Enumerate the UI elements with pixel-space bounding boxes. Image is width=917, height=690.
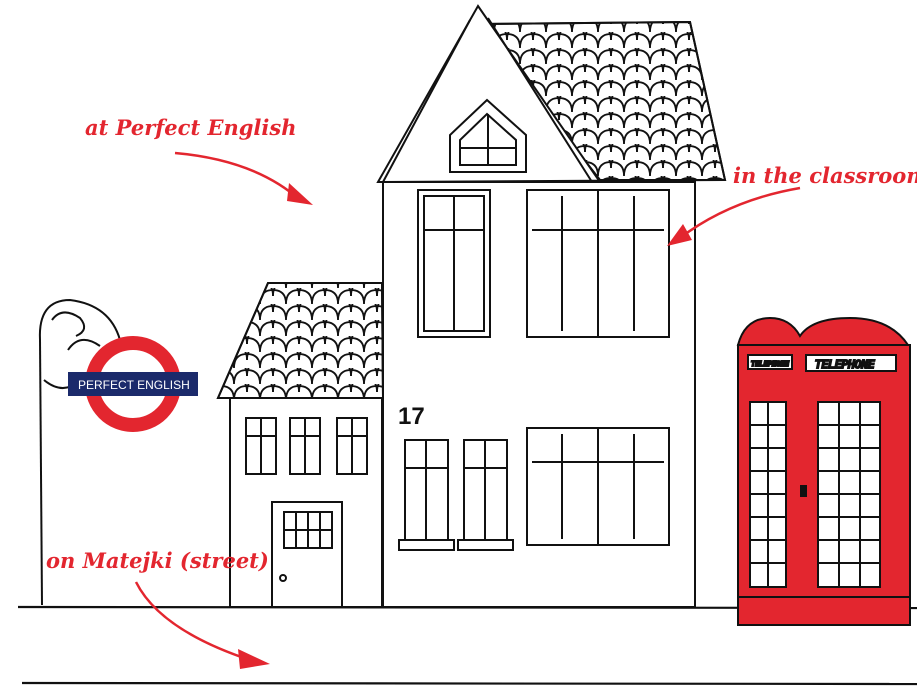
underground-sign: PERFECT ENGLISH: [68, 336, 198, 432]
door-knob: [279, 574, 287, 582]
phone-box: TELEPHONE TELEPHONE: [736, 316, 911, 626]
phone-sign-right-text: TELEPHONE: [815, 358, 875, 371]
lower-window: [398, 439, 455, 551]
lower-window: [457, 439, 514, 551]
small-house-window: [336, 417, 368, 475]
phone-box-roof: [736, 316, 910, 346]
arrow-to-street: [134, 581, 270, 669]
upper-left-window: [417, 189, 491, 338]
tall-house: [376, 4, 727, 608]
annotation-in-classroom: in the classroom: [733, 163, 917, 188]
underground-sign-label: PERFECT ENGLISH: [78, 378, 190, 392]
phone-box-handle: [800, 485, 807, 497]
upper-right-window: [526, 189, 670, 338]
small-house: [216, 282, 385, 608]
phone-box-right-panes: [817, 401, 881, 588]
annotation-on-street: on Matejki (street): [46, 548, 269, 573]
lamp-post: [38, 298, 121, 606]
small-house-door: [271, 501, 343, 608]
pavement-line: [21, 681, 917, 686]
arrow-to-window: [667, 186, 801, 246]
house-number: 17: [398, 403, 425, 430]
lower-right-window: [526, 427, 670, 546]
annotation-at-school: at Perfect English: [85, 115, 296, 140]
small-house-window: [289, 417, 321, 475]
arrow-to-house: [174, 151, 313, 205]
gable-window: [449, 98, 527, 173]
phone-sign-left-text: TELEPHONE: [751, 360, 790, 368]
phone-box-left-panes: [749, 401, 787, 588]
phone-sign-left: [747, 354, 793, 370]
small-house-window: [245, 417, 277, 475]
phone-sign-right: [805, 354, 897, 372]
